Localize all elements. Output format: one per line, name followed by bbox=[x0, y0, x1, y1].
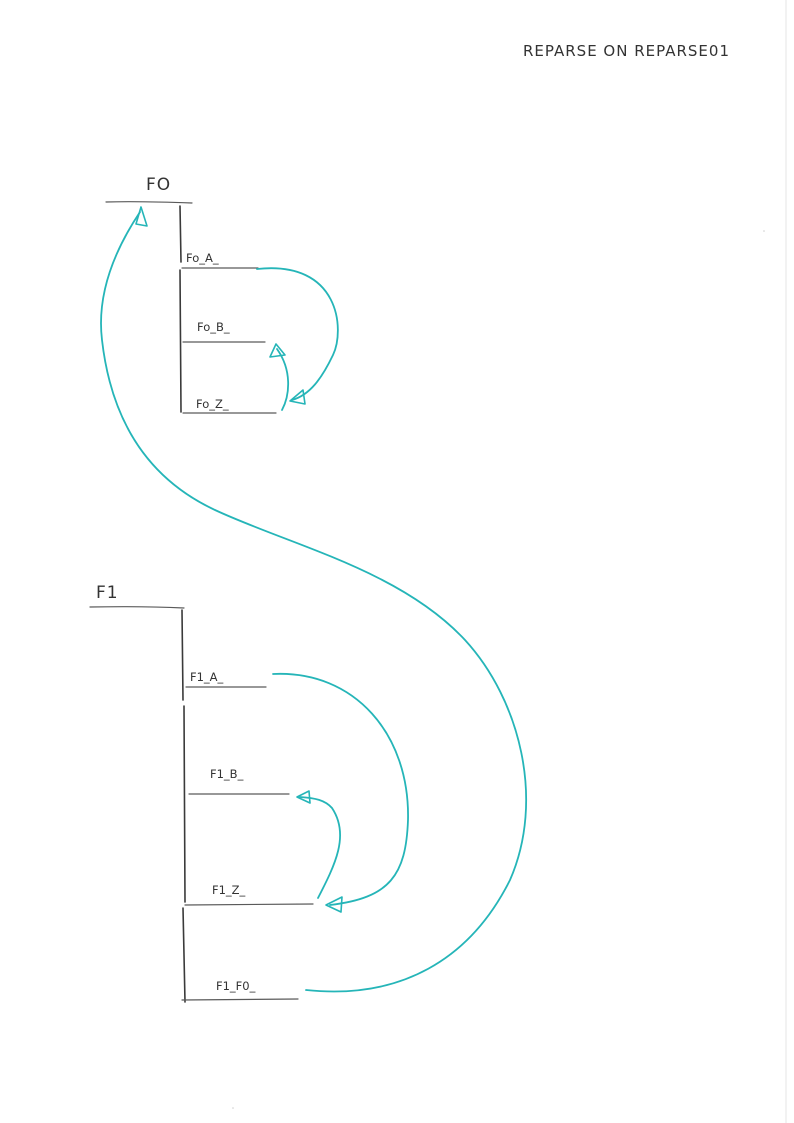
slot-f1-a: F1_A_ bbox=[185, 670, 267, 688]
arrowhead-icon bbox=[325, 896, 343, 913]
slot-f1-z-label: F1_Z_ bbox=[212, 883, 246, 897]
arrow-f0z-to-f0b bbox=[269, 343, 290, 411]
arrow-f1a-to-f1z bbox=[272, 673, 409, 913]
slot-f0-b-label: Fo_B_ bbox=[197, 320, 230, 334]
paper-speck bbox=[232, 1107, 234, 1109]
slot-f0-a: Fo_A_ bbox=[181, 251, 259, 269]
block-f0-axis bbox=[179, 205, 182, 413]
block-f1: F1 F1_A_ F1_B_ F1_Z_ F1_F0_ bbox=[89, 583, 314, 1003]
paper-speck bbox=[763, 230, 765, 232]
block-f1-label: F1 bbox=[96, 583, 119, 603]
arrows bbox=[100, 206, 527, 993]
block-f0-top-rule bbox=[105, 201, 193, 204]
arrowhead-icon bbox=[296, 790, 311, 804]
slot-f1-f0-label: F1_F0_ bbox=[216, 979, 256, 993]
slot-f1-z: F1_Z_ bbox=[184, 883, 314, 906]
slot-f1-b: F1_B_ bbox=[188, 767, 290, 795]
arrow-f1f0-to-f0 bbox=[100, 206, 527, 993]
arrowhead-icon bbox=[289, 389, 306, 405]
slot-f1-b-label: F1_B_ bbox=[210, 767, 244, 781]
arrow-f0a-to-f0z bbox=[256, 267, 339, 405]
slot-f1-a-label: F1_A_ bbox=[190, 670, 224, 684]
arrowhead-icon bbox=[135, 206, 148, 227]
slot-f0-z: Fo_Z_ bbox=[182, 397, 277, 414]
slot-f0-a-label: Fo_A_ bbox=[186, 251, 219, 265]
slot-f1-f0-rule bbox=[181, 998, 299, 1001]
block-f0-label: FO bbox=[146, 175, 171, 195]
slot-f0-b: Fo_B_ bbox=[182, 320, 266, 343]
slot-f1-f0: F1_F0_ bbox=[181, 979, 299, 1001]
slot-f0-z-label: Fo_Z_ bbox=[196, 397, 229, 411]
slot-f1-z-rule bbox=[184, 903, 314, 906]
page-title: REPARSE ON REPARSE01 bbox=[523, 42, 730, 60]
arrow-f1z-to-f1b bbox=[296, 790, 341, 899]
block-f1-top-rule bbox=[89, 606, 185, 609]
block-f1-axis bbox=[181, 609, 186, 1003]
block-f0: FO Fo_A_ Fo_B_ Fo_Z_ bbox=[105, 175, 277, 414]
arrowhead-icon bbox=[269, 343, 286, 358]
